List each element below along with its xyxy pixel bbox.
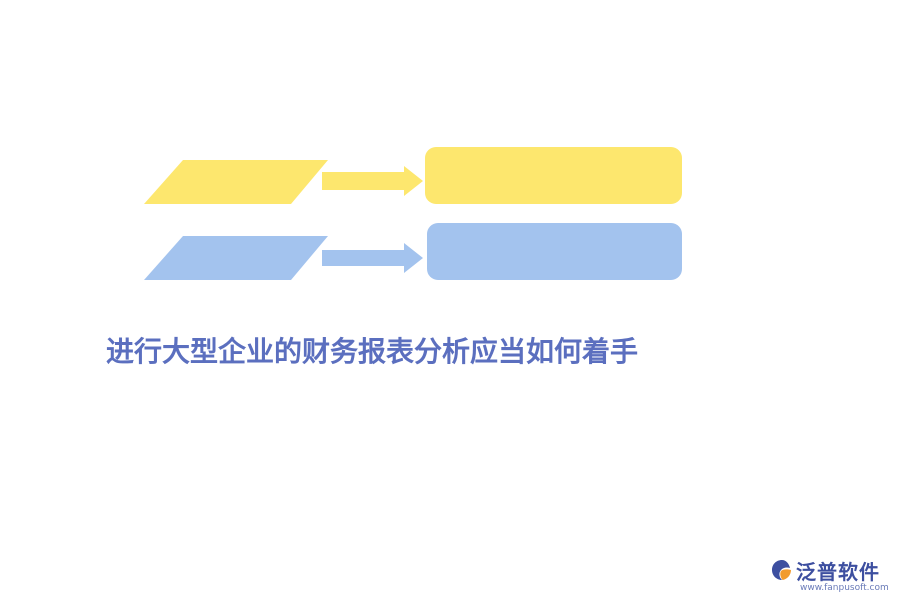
blue-arrow: [322, 243, 423, 273]
page-title: 进行大型企业的财务报表分析应当如何着手: [106, 335, 639, 368]
fanpu-logo-icon: [772, 560, 791, 580]
logo-name: 泛普软件: [796, 560, 880, 584]
yellow-box: [425, 147, 682, 204]
brand-logo: 泛普软件 www.fanpusoft.com: [770, 556, 894, 596]
yellow-arrow: [322, 166, 423, 196]
blue-box: [427, 223, 682, 280]
logo-url: www.fanpusoft.com: [800, 583, 889, 593]
yellow-parallelogram: [144, 160, 328, 204]
blue-parallelogram: [144, 236, 328, 280]
